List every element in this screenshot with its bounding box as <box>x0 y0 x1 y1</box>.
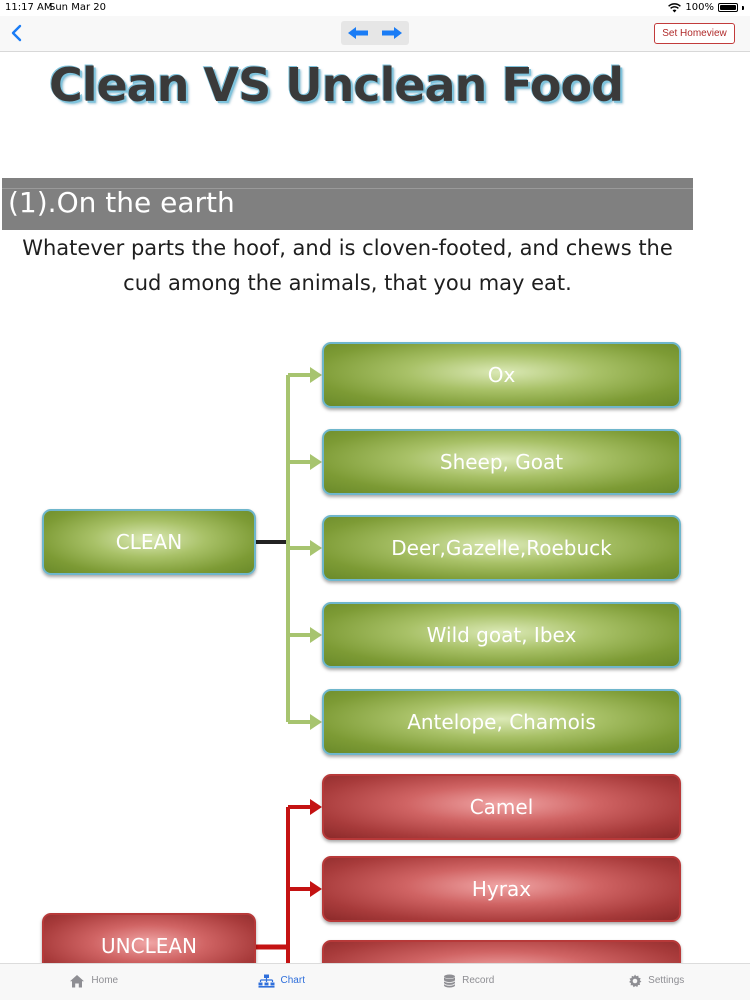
house-icon <box>70 974 85 987</box>
clean-item-node[interactable]: Wild goat, Ibex <box>322 602 681 668</box>
clean-item-node[interactable]: Deer,Gazelle,Roebuck <box>322 515 681 581</box>
tab-bar: Home Chart Record Settings <box>0 963 750 1000</box>
database-icon <box>443 974 456 987</box>
tab-label: Home <box>91 975 119 986</box>
unclean-connectors <box>256 799 322 963</box>
section-title: (1).On the earth <box>8 186 235 219</box>
status-bar: 11:17 AM Sun Mar 20 100% <box>0 0 750 16</box>
status-date: Sun Mar 20 <box>49 2 106 13</box>
battery-percent: 100% <box>685 2 714 13</box>
status-time: 11:17 AM <box>5 2 53 13</box>
gear-icon <box>629 974 642 987</box>
tab-home[interactable]: Home <box>0 964 188 1000</box>
clean-item-node[interactable]: Sheep, Goat <box>322 429 681 495</box>
unclean-item-node[interactable]: Camel <box>322 774 681 840</box>
diagram-connectors <box>256 367 322 963</box>
tab-record[interactable]: Record <box>375 964 563 1000</box>
clean-root-node[interactable]: CLEAN <box>42 509 256 575</box>
clean-branch-3 <box>288 540 322 556</box>
nav-bar: Set Homeview <box>0 16 750 52</box>
status-right: 100% <box>668 2 744 13</box>
tab-label: Chart <box>280 975 305 986</box>
prev-page-button[interactable] <box>341 21 375 45</box>
unclean-root-node[interactable]: UNCLEAN <box>42 913 256 963</box>
next-page-button[interactable] <box>375 21 409 45</box>
tab-chart[interactable]: Chart <box>188 964 376 1000</box>
section-header: (1).On the earth <box>2 178 693 230</box>
battery-icon <box>718 3 738 12</box>
food-diagram: CLEAN Ox Sheep, Goat Deer,Gazelle,Roebuc… <box>0 52 750 963</box>
page-title: Clean VS Unclean Food <box>48 58 624 112</box>
arrow-right-icon <box>382 27 402 39</box>
clean-branch-2 <box>288 454 322 470</box>
clean-branch-1 <box>288 367 322 383</box>
hierarchy-icon <box>258 974 275 988</box>
battery-nub <box>742 5 744 10</box>
wifi-icon <box>668 2 682 12</box>
unclean-item-node[interactable] <box>322 940 681 963</box>
unclean-branch-2 <box>288 881 322 897</box>
chevron-left-icon <box>11 24 21 42</box>
section-description: Whatever parts the hoof, and is cloven-f… <box>22 236 673 295</box>
clean-item-node[interactable]: Antelope, Chamois <box>322 689 681 755</box>
clean-branch-5 <box>288 714 322 730</box>
set-homeview-button[interactable]: Set Homeview <box>654 23 735 44</box>
clean-connectors <box>256 367 322 730</box>
arrow-left-icon <box>348 27 368 39</box>
chart-content[interactable]: Clean VS Unclean Food (1).On the earth W… <box>0 52 750 963</box>
unclean-item-node[interactable]: Hyrax <box>322 856 681 922</box>
unclean-branch-1 <box>288 799 322 815</box>
tab-settings[interactable]: Settings <box>563 964 750 1000</box>
clean-branch-4 <box>288 627 322 643</box>
tab-label: Record <box>462 975 495 986</box>
clean-item-node[interactable]: Ox <box>322 342 681 408</box>
page-nav-arrows <box>341 21 409 45</box>
back-button[interactable] <box>6 22 26 44</box>
tab-label: Settings <box>648 975 685 986</box>
